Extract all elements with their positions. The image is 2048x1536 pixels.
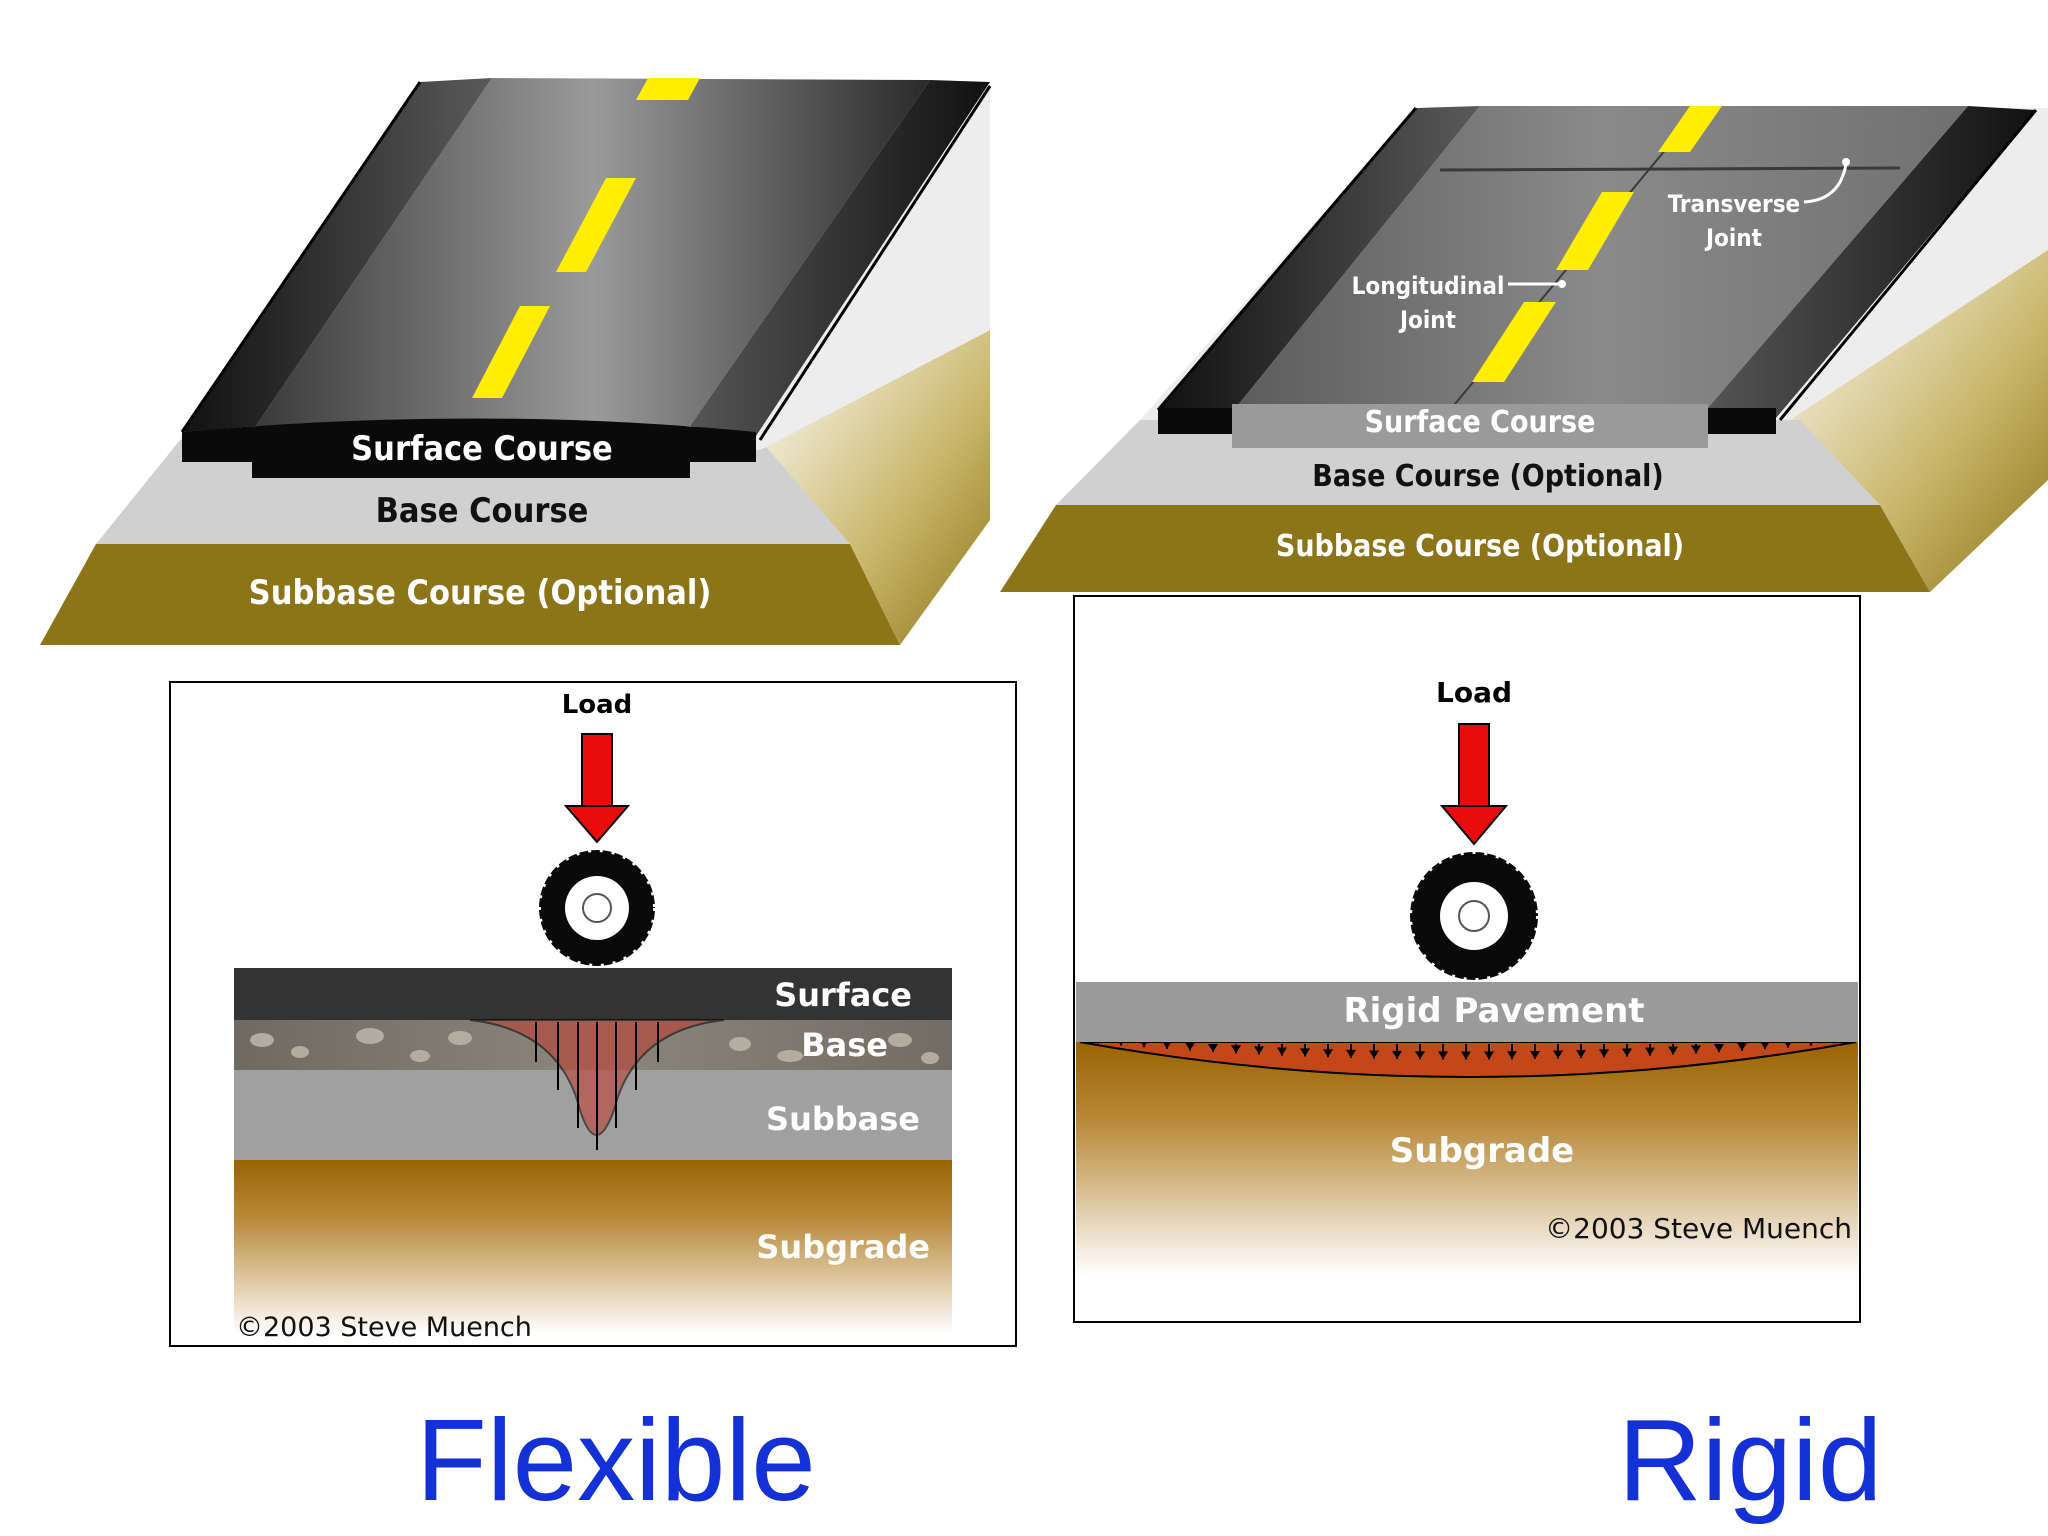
flexible-left-shoulder [182,78,492,432]
rigid-stress-arrowhead [1760,1041,1770,1050]
rigid-pavement-layer [1076,982,1858,1042]
rigid-stress-arrowhead [1599,1049,1609,1058]
rigid-stress-arrowhead [1737,1042,1747,1051]
flexible-subbase-course-label: Subbase Course (Optional) [249,573,712,613]
rigid-wheel-icon [1408,850,1540,982]
rigid-base-course-label: Base Course (Optional) [1312,459,1664,494]
rigid-stress-arrowhead [1507,1051,1517,1060]
flexible-right-shoulder [690,80,990,436]
rigid-stress-arrowhead [1553,1050,1563,1059]
rigid-center-stripe [1658,106,1722,152]
flexible-subgrade-label: Subgrade [756,1228,930,1266]
rigid-stress-arrowhead [1645,1047,1655,1056]
flexible-copyright: ©2003 Steve Muench [236,1312,532,1343]
flexible-center-stripe [556,178,636,272]
flexible-load-label: Load [562,690,633,720]
rigid-stress-arrowhead [1461,1051,1471,1060]
rigid-load-arrow-icon [1439,805,1509,846]
rigid-load-diagram: Load Rigid Pavement Subgrade ©2003 Steve… [1073,595,1861,1323]
rigid-stress-arrowhead [1576,1050,1586,1059]
rigid-caption: Rigid [1618,1395,1883,1525]
rigid-stress-arrowhead [1438,1051,1448,1060]
rigid-left-shoulder [1158,106,1480,410]
rigid-load-label: Load [1436,676,1512,709]
rigid-subgrade-label: Subgrade [1390,1131,1574,1171]
flexible-load-diagram: Load [169,681,1017,1347]
rigid-stress-arrowhead [1691,1045,1701,1054]
flexible-side-face [760,330,990,645]
rigid-stress-arrowhead [1208,1043,1218,1052]
transverse-joint-leader [1803,163,1848,204]
rigid-stress-arrowhead [1254,1046,1264,1055]
transverse-joint-label-2: Joint [1704,224,1762,252]
rigid-cross-section: Transverse Joint Longitudinal Joint Surf… [1000,106,2048,592]
rigid-transverse-joint-line [1439,166,1901,172]
rigid-subgrade-layer [1076,1040,1858,1276]
flexible-subgrade-layer [234,1158,952,1334]
rigid-stress-arrowhead [1668,1046,1678,1055]
rigid-stress-arrowhead [1484,1051,1494,1060]
flexible-surface-layer-diagram [234,968,952,1020]
rigid-stress-arrowhead [1323,1049,1333,1058]
rigid-right-shoulder [1706,106,2036,418]
flexible-base-label: Base [801,1026,888,1064]
rigid-stress-arrowhead [1714,1044,1724,1053]
flexible-surface-layer [182,418,756,478]
flexible-load-arrow-icon [563,805,631,844]
rigid-stress-arrowhead [1162,1040,1172,1049]
rigid-subbase-layer [1000,505,1930,592]
rigid-copyright: ©2003 Steve Muench [1545,1212,1852,1245]
flexible-center-stripe [472,306,550,398]
flexible-surface-label: Surface [774,976,912,1014]
flexible-surface-course-label: Surface Course [351,429,613,469]
rigid-stress-arrowhead [1185,1042,1195,1051]
rigid-pavement-label: Rigid Pavement [1343,991,1644,1031]
flexible-subbase-layer [40,544,900,645]
rigid-side-face [1780,250,2048,592]
rigid-stress-arrowhead [1369,1050,1379,1059]
rigid-stress-arrowhead [1530,1050,1540,1059]
rigid-stress-distribution [1079,1041,1857,1078]
flexible-wheel-icon [537,848,657,968]
longitudinal-joint-label-2: Joint [1398,306,1456,334]
longitudinal-joint-label-1: Longitudinal [1352,272,1505,300]
flexible-subbase-label: Subbase [766,1100,920,1138]
rigid-stress-arrowhead [1346,1049,1356,1058]
rigid-stress-arrowhead [1231,1045,1241,1054]
flexible-center-stripe [636,78,700,100]
rigid-subbase-course-label: Subbase Course (Optional) [1276,529,1684,564]
rigid-center-stripe [1556,192,1634,270]
transverse-joint-label-1: Transverse [1668,190,1800,218]
rigid-stress-arrowhead [1415,1051,1425,1060]
flexible-base-course-label: Base Course [376,491,589,531]
rigid-surface-course-label: Surface Course [1365,405,1596,440]
flexible-caption: Flexible [416,1395,816,1525]
rigid-stress-arrowhead [1300,1048,1310,1057]
flexible-stress-arrows [535,1022,659,1150]
rigid-stress-arrowhead [1392,1050,1402,1059]
rigid-stress-arrowhead [1277,1047,1287,1056]
flexible-cross-section: Surface Course Base Course Subbase Cours… [40,78,992,645]
rigid-road-surface [1234,106,1968,410]
rigid-surface-layer [1232,404,1708,448]
rigid-stress-arrowhead [1622,1048,1632,1057]
rigid-center-stripe [1472,302,1556,382]
